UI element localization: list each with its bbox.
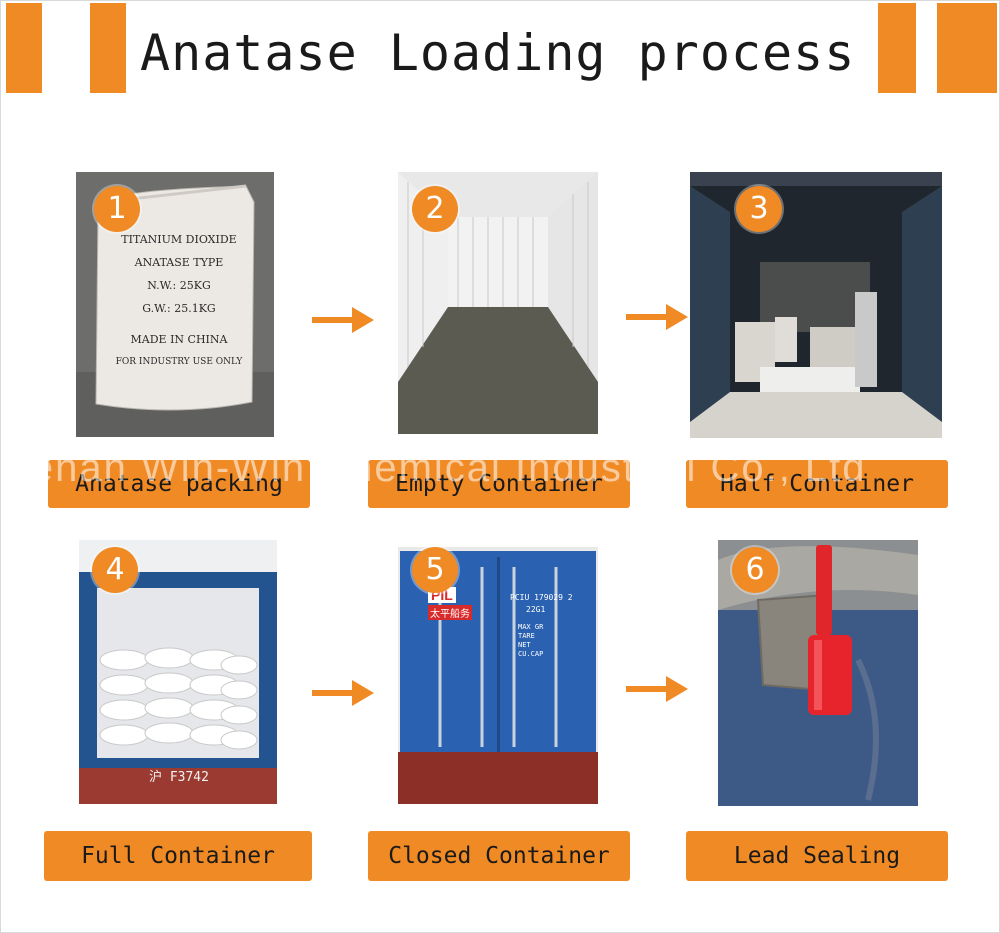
caption-step-6: Lead Sealing — [686, 831, 948, 881]
container-code: PCIU 179029 2 — [510, 593, 573, 602]
caption-step-2: Empty Container — [368, 460, 630, 508]
bag-line: G.W.: 25.1KG — [142, 302, 216, 315]
panel-line: MAX GR — [518, 623, 544, 631]
bag-line: ANATASE TYPE — [134, 256, 224, 269]
top-bar-left-1 — [6, 3, 42, 93]
panel-line: CU.CAP — [518, 650, 544, 658]
panel-line: TARE — [518, 632, 535, 640]
caption-step-4: Full Container — [44, 831, 312, 881]
container-type: 22G1 — [526, 605, 546, 614]
arrow-icon — [626, 676, 688, 702]
photo-closed-container: PIL 太平船务 PCIU 179029 2 22G1 MAX GR TARE … — [398, 547, 598, 804]
photo-anatase-bag: TITANIUM DIOXIDE ANATASE TYPE N.W.: 25KG… — [76, 172, 274, 437]
license-plate: 沪 F3742 — [149, 770, 209, 785]
brand-chinese: 太平船务 — [428, 605, 472, 620]
bag-text: TITANIUM DIOXIDE ANATASE TYPE N.W.: 25KG… — [104, 228, 254, 374]
bag-line: FOR INDUSTRY USE ONLY — [115, 357, 243, 367]
top-bar-right-2 — [937, 3, 997, 93]
panel-line: NET — [518, 641, 531, 649]
bag-line: TITANIUM DIOXIDE — [121, 233, 237, 246]
step-badge-2: 2 — [412, 186, 458, 232]
arrow-icon — [312, 680, 374, 706]
bag-line: MADE IN CHINA — [130, 333, 228, 346]
step-badge-1: 1 — [94, 186, 140, 232]
step-badge-3: 3 — [736, 186, 782, 232]
caption-step-3: Half Container — [686, 460, 948, 508]
bag-line: N.W.: 25KG — [147, 279, 211, 292]
container-panel: MAX GR TARE NET CU.CAP — [518, 623, 543, 659]
top-bar-left-2 — [90, 3, 126, 93]
page-title: Anatase Loading process — [140, 24, 856, 82]
top-bar-right-1 — [878, 3, 916, 93]
step-badge-6: 6 — [732, 547, 778, 593]
caption-step-5: Closed Container — [368, 831, 630, 881]
step-badge-4: 4 — [92, 547, 138, 593]
photo-half-container — [690, 172, 942, 438]
caption-step-1: Anatase packing — [48, 460, 310, 508]
arrow-icon — [312, 307, 374, 333]
step-badge-5: 5 — [412, 547, 458, 593]
photo-empty-container — [398, 172, 598, 434]
arrow-icon — [626, 304, 688, 330]
